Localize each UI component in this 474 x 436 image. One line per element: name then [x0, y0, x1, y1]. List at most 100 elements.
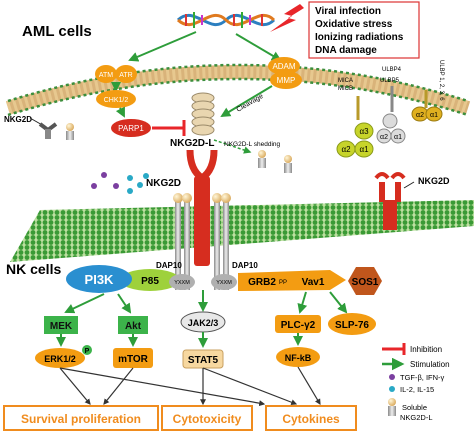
arrow-shedding [213, 139, 252, 154]
nkg2d-receptor-left-icon [38, 122, 58, 139]
ulbp-a2: α2 [380, 134, 388, 141]
far-a2: α2 [416, 112, 424, 119]
outcome-survival-label: Survival proliferation [21, 412, 141, 426]
erk-p-label: P [85, 348, 90, 355]
stress-line-1: Viral infection [315, 6, 381, 17]
mmp-label: MMP [277, 76, 296, 85]
slp-node: SLP-76 [328, 313, 376, 335]
atm-label: ATM [99, 72, 113, 79]
nfkb-label: NF-kB [285, 353, 312, 363]
ulbp-ligand: α2 α1 [376, 86, 406, 144]
adam-mmp-node: ADAM MMP [268, 57, 302, 89]
vav1-label: Vav1 [302, 277, 325, 288]
il-dot-icon [389, 386, 395, 392]
sos1-label: SOS1 [352, 277, 379, 288]
legend-stimulation: Stimulation [410, 360, 450, 369]
nkg2d-receptor-right-icon [374, 172, 406, 230]
plc-node: PLC-γ2 [275, 315, 321, 333]
nkg2d-central-receptor [173, 149, 231, 290]
yxxm-left: YXXM [169, 274, 195, 290]
mica-label: MICA [338, 78, 353, 84]
mek-label: MEK [50, 321, 73, 332]
pi3k-p85-complex: PI3K P85 [66, 265, 180, 293]
soluble-ligand-1-icon [258, 150, 266, 168]
grb2-vav1-complex: GRB2 PP Vav1 [238, 270, 346, 291]
erk-label: ERK1/2 [44, 354, 76, 364]
mtor-label: mTOR [118, 354, 149, 365]
nkg2d-left-label: NKG2D [4, 115, 32, 124]
stress-line-2: Oxidative stress [315, 19, 393, 30]
outcome-cytokines: Cytokines [265, 405, 357, 431]
atr-label: ATR [119, 72, 132, 79]
soluble-ligand-legend-icon [388, 398, 396, 416]
ulbp-far-ligand: α2 α1 [411, 90, 443, 122]
mic-ligand: α3 α2 α1 [336, 96, 374, 158]
nkg2d-l-label: NKG2D-L [170, 138, 214, 149]
stress-box: Viral infection Oxidative stress Ionizin… [308, 1, 420, 59]
arrow-pi3k-mek [64, 293, 105, 314]
soluble-ligand-2-icon [284, 155, 292, 173]
dap10-left-label: DAP10 [156, 261, 182, 270]
akt-label: Akt [125, 321, 142, 332]
aml-membrane [5, 63, 471, 117]
plc-label: PLC-γ2 [281, 320, 316, 331]
arrow-dna-atm [128, 31, 197, 62]
stress-line-4: DNA damage [315, 45, 377, 56]
nkg2d-right-label: NKG2D [418, 176, 450, 186]
mic-a1: α1 [359, 145, 369, 154]
arrow-dna-adam [235, 33, 282, 62]
sos1-node: SOS1 [348, 267, 382, 295]
legend-soluble-2: NKG2D-L [400, 413, 433, 422]
arrow-pi3k-akt [117, 293, 132, 314]
far-a1: α1 [430, 112, 438, 119]
nk-membrane [10, 200, 474, 262]
shedding-label: NKG2D-L shedding [224, 141, 281, 148]
chk-node: CHK1/2 [96, 90, 136, 108]
outcome-cytokines-label: Cytokines [282, 412, 340, 426]
outcome-cytotoxicity: Cytotoxicity [161, 405, 253, 431]
aml-cells-label: AML cells [22, 23, 92, 40]
legend-tgf: TGF-β, IFN-γ [400, 373, 445, 382]
stat5-label: STAT5 [188, 355, 219, 366]
arrow-vav-slp [329, 291, 348, 314]
legend-soluble-1: Soluble [402, 403, 427, 412]
mtor-node: mTOR [113, 348, 153, 368]
erk-node: ERK1/2 P [35, 345, 92, 368]
pi3k-label: PI3K [85, 272, 115, 287]
p85-label: P85 [141, 276, 159, 287]
cytokine-dots [91, 172, 149, 194]
arrow-adam-cleavage [220, 85, 273, 118]
lightning-icon [270, 4, 304, 32]
akt-node: Akt [118, 316, 148, 334]
nfkb-node: NF-kB [276, 347, 320, 367]
arrow-vav-plc [297, 291, 308, 314]
parp1-node: PARP1 [111, 119, 151, 137]
chk-label: CHK1/2 [104, 97, 129, 104]
jak-label: JAK2/3 [188, 318, 219, 328]
pp-label: PP [279, 280, 287, 286]
yxxm-right-label: YXXM [216, 280, 232, 286]
nkg2d-ligand-membrane [191, 92, 215, 136]
ulbp1236-label: ULBP 1, 2, 3, 6 [438, 60, 444, 101]
yxxm-left-label: YXXM [174, 280, 190, 286]
ulbp-a1: α1 [394, 134, 402, 141]
slp-label: SLP-76 [335, 320, 369, 331]
ulbp4-label: ULBP4 [382, 67, 402, 73]
parp1-label: PARP1 [118, 124, 144, 133]
outcome-cytotoxicity-label: Cytotoxicity [173, 412, 242, 426]
grb2-label: GRB2 [248, 277, 276, 288]
dap10-right-label: DAP10 [232, 261, 258, 270]
soluble-nkg2dl-left-icon [66, 123, 74, 140]
mic-a2: α2 [341, 145, 351, 154]
jak-node: JAK2/3 [180, 311, 226, 333]
cleavage-label: Cleavage [236, 93, 265, 114]
micb-label: MICB [338, 86, 353, 92]
stress-line-3: Ionizing radiations [315, 32, 404, 43]
outcome-survival: Survival proliferation [3, 405, 159, 431]
dna-helix-icon [176, 12, 276, 28]
atm-atr-node: ATM ATR [95, 65, 137, 83]
outcome-arrows [59, 366, 321, 407]
legend-il: IL-2, IL-15 [400, 385, 434, 394]
ulbp5-label: ULBP5 [380, 78, 400, 84]
